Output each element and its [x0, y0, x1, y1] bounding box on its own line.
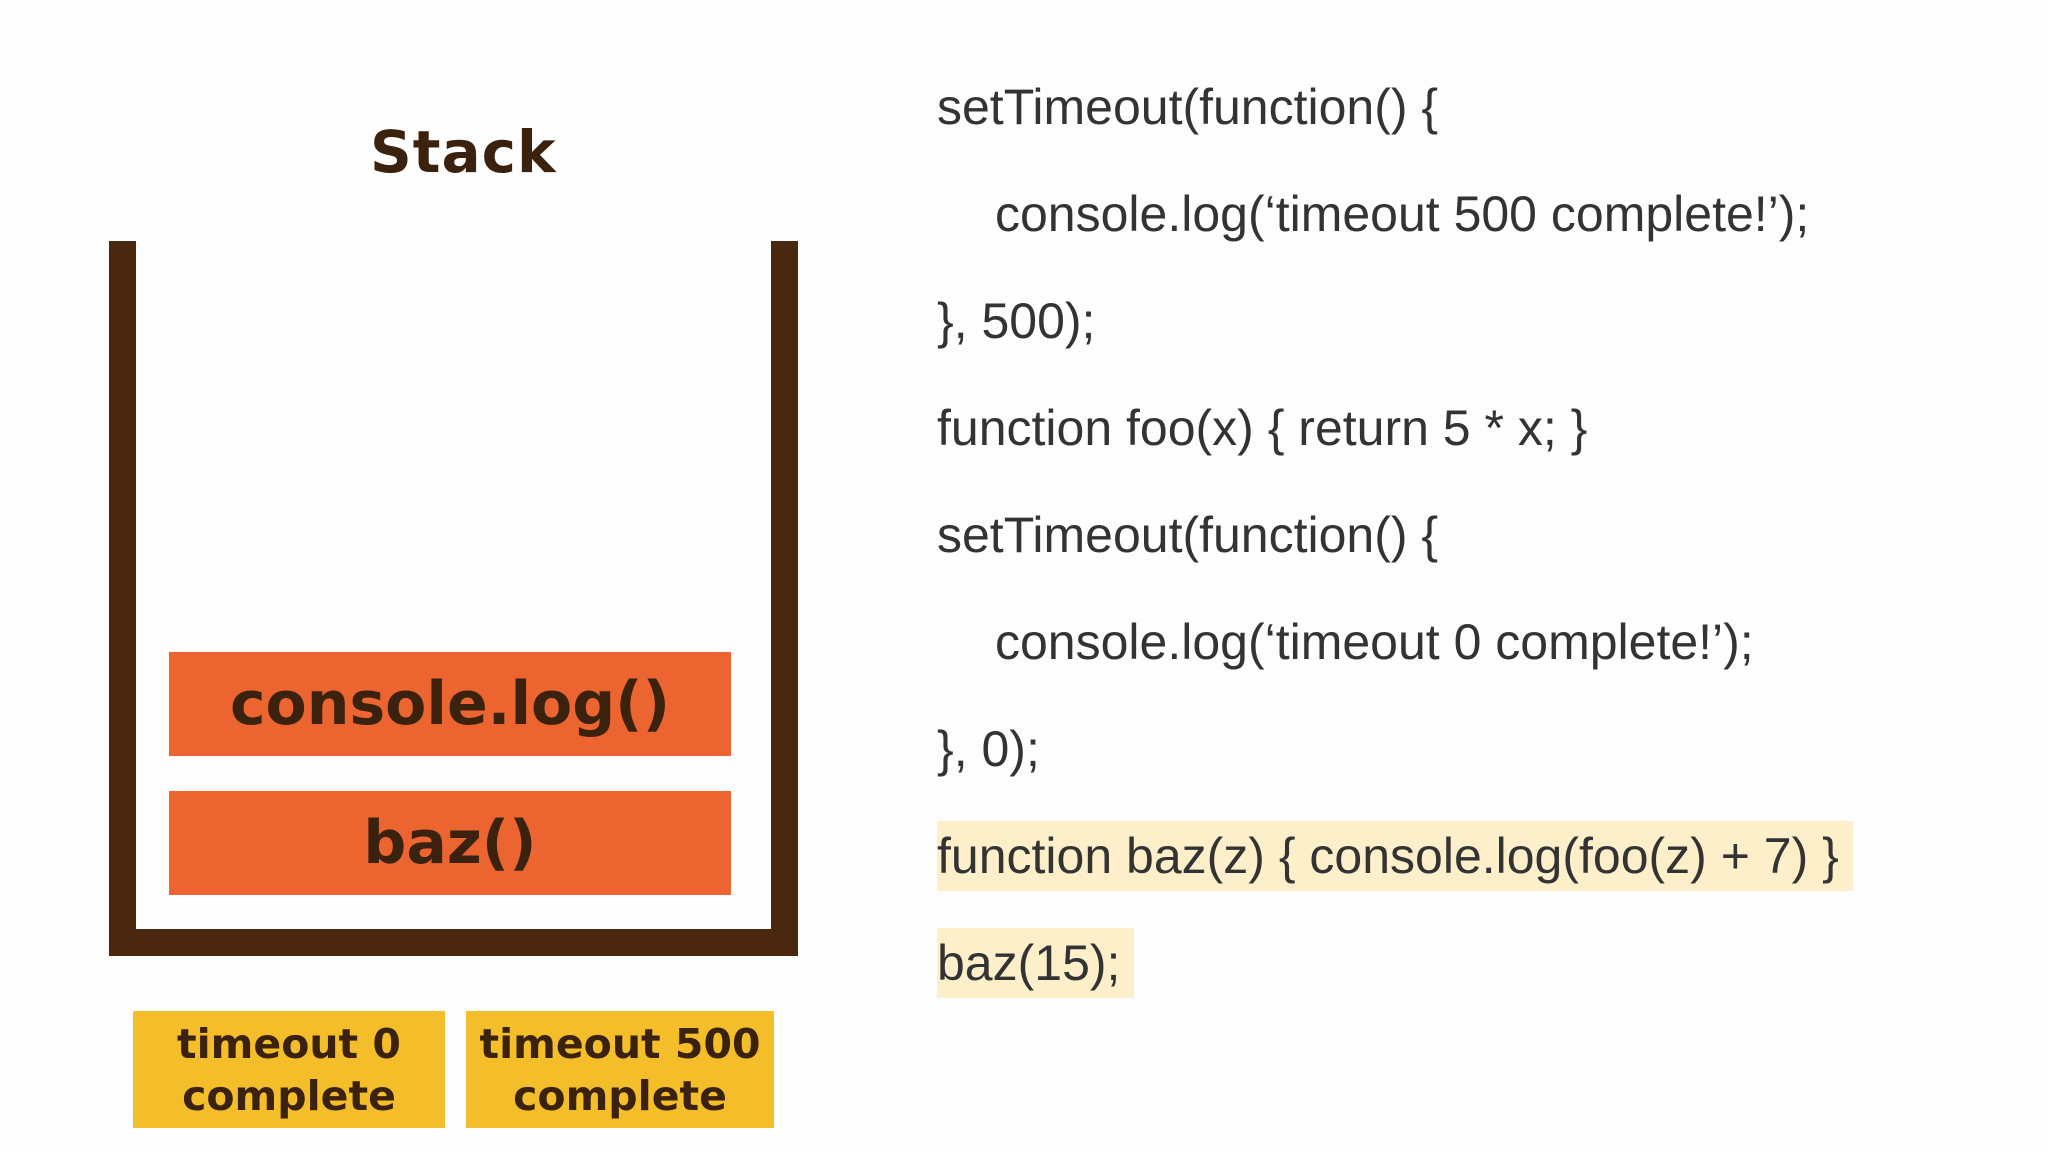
code-line: setTimeout(function() {	[937, 500, 1853, 607]
code-line-text: }, 0);	[937, 721, 1040, 777]
code-line: setTimeout(function() {	[937, 72, 1853, 179]
code-line: console.log(‘timeout 500 complete!’);	[937, 179, 1853, 286]
code-line-text: setTimeout(function() {	[937, 507, 1439, 563]
code-line: }, 500);	[937, 286, 1853, 393]
code-block: setTimeout(function() { console.log(‘tim…	[937, 72, 1853, 1035]
code-line-text: setTimeout(function() {	[937, 79, 1439, 135]
stack-frame-console-log: console.log()	[169, 652, 731, 756]
code-line-highlighted: function baz(z) { console.log(foo(z) + 7…	[937, 821, 1853, 928]
stack-wall-bottom	[109, 929, 798, 956]
code-line-text: function foo(x) { return 5 * x; }	[937, 400, 1588, 456]
callback-timeout-500: timeout 500 complete	[466, 1011, 774, 1128]
code-line: console.log(‘timeout 0 complete!’);	[937, 607, 1853, 714]
code-line-text: console.log(‘timeout 0 complete!’);	[995, 614, 1754, 670]
code-line-highlighted: baz(15);	[937, 928, 1853, 1035]
code-line: function foo(x) { return 5 * x; }	[937, 393, 1853, 500]
callback-timeout-0: timeout 0 complete	[133, 1011, 445, 1128]
stack-wall-left	[109, 241, 136, 956]
code-line: }, 0);	[937, 714, 1853, 821]
stack-title: Stack	[370, 118, 557, 186]
stack-container	[109, 241, 798, 956]
stack-frame-baz: baz()	[169, 791, 731, 895]
code-line-text: }, 500);	[937, 293, 1096, 349]
code-line-text: baz(15);	[937, 928, 1135, 998]
code-line-text: console.log(‘timeout 500 complete!’);	[995, 186, 1810, 242]
stack-wall-right	[771, 241, 798, 956]
code-line-text: function baz(z) { console.log(foo(z) + 7…	[937, 821, 1853, 891]
